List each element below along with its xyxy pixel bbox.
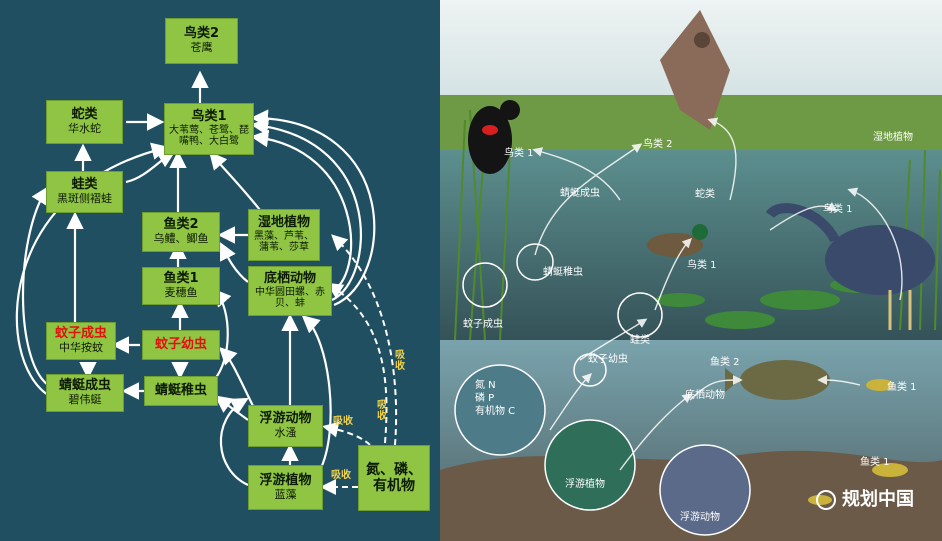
node-mosquito-adult-title: 蚊子成虫: [54, 326, 107, 342]
watermark: 规划中国: [816, 485, 914, 511]
node-benthic-title: 底栖动物: [263, 271, 316, 287]
node-bird2-sub: 苍鹰: [190, 41, 213, 55]
node-fish2-title: 鱼类2: [163, 217, 199, 233]
node-mosquito-larva-title: 蚊子幼虫: [154, 336, 207, 352]
node-bird2-title: 鸟类2: [183, 26, 220, 42]
node-fish1-title: 鱼类1: [163, 271, 199, 287]
node-mosquito-larva: 蚊子幼虫: [142, 330, 220, 360]
arrow-benthic-bird1: [250, 129, 353, 291]
absorb-label: 吸收: [377, 400, 387, 422]
scene-label-frog: 蛙类: [630, 333, 650, 346]
node-nutrients: 氮、磷、有机物: [358, 445, 430, 511]
node-zooplankton: 浮游动物 水溞: [248, 405, 323, 447]
scene-label-bird1-mid: 鸟类 1: [687, 258, 717, 271]
wechat-icon: [816, 490, 836, 510]
scene-label-benthic: 底栖动物: [685, 388, 725, 401]
node-dragonfly-adult-sub: 碧伟蜓: [68, 393, 102, 407]
node-phytoplankton-title: 浮游植物: [259, 472, 312, 488]
node-bird1-title: 鸟类1: [191, 109, 227, 125]
arrow-wetland-bird1: [209, 151, 261, 211]
scene-label-nutrients-2: 磷 P: [475, 391, 494, 404]
node-snake-title: 蛇类: [71, 107, 98, 123]
node-benthic-sub: 中华圆田螺、赤贝、蚌: [255, 286, 325, 310]
scene-label-zooplankton: 浮游动物: [680, 510, 720, 523]
node-bird1: 鸟类1 大苇莺、苍鹭、琵嘴鸭、大白鹭: [164, 103, 254, 155]
node-phytoplankton: 浮游植物 蓝藻: [248, 465, 323, 510]
node-phytoplankton-sub: 蓝藻: [274, 487, 297, 501]
scene-label-bird2: 鸟类 2: [643, 137, 673, 150]
scene-label-fish2: 鱼类 2: [710, 355, 740, 368]
scene-arrows: [532, 117, 903, 471]
node-fish1: 鱼类1 麦穗鱼: [142, 267, 220, 305]
node-dragonfly-larva-title: 蜻蜓稚虫: [154, 382, 207, 398]
node-bird1-sub: 大苇莺、苍鹭、琵嘴鸭、大白鹭: [169, 124, 249, 148]
node-frog: 蛙类 黑斑侧褶蛙: [46, 171, 123, 213]
absorb-label: 吸收: [395, 350, 405, 372]
absorb-arrow-zoo: [322, 421, 371, 446]
scene-label-wetland-plant: 湿地植物: [873, 130, 913, 143]
scene-label-bird1-right: 鸟类 1: [823, 202, 853, 215]
arrow-phyto-benthic: [301, 315, 332, 471]
node-zooplankton-sub: 水溞: [274, 426, 297, 440]
arrow-zoo-mlarva: [218, 346, 256, 411]
node-wetland-plant-sub: 黑藻、芦苇、蒲苇、莎草: [254, 230, 314, 254]
node-wetland-plant-title: 湿地植物: [257, 215, 310, 231]
node-frog-sub: 黑斑侧褶蛙: [57, 192, 112, 206]
absorb-label: 吸收: [331, 470, 351, 481]
node-fish2-sub: 乌鳢、鲫鱼: [153, 232, 209, 246]
node-benthic: 底栖动物 中华圆田螺、赤贝、蚌: [248, 266, 332, 316]
arrow-dlarva-fish1: [213, 288, 232, 381]
arrow-fish-loop-bird1: [250, 117, 363, 301]
node-dragonfly-adult: 蜻蜓成虫 碧伟蜓: [46, 374, 124, 412]
heron-illustration: [765, 203, 935, 330]
watermark-text: 规划中国: [842, 489, 914, 510]
scene-label-nutrients-1: 氮 N: [475, 378, 496, 391]
node-mosquito-adult-sub: 中华按蚊: [59, 341, 103, 355]
arrow-benthic-fish2: [220, 242, 249, 283]
inset-circles: [454, 243, 751, 536]
node-dragonfly-adult-title: 蜻蜓成虫: [58, 378, 111, 394]
node-zooplankton-title: 浮游动物: [259, 411, 312, 427]
absorb-label: 吸收: [333, 416, 353, 427]
node-frog-title: 蛙类: [71, 177, 98, 193]
scene-label-nutrients-3: 有机物 C: [475, 404, 515, 417]
node-fish2: 鱼类2 乌鳢、鲫鱼: [142, 212, 220, 252]
hawk-illustration: [660, 10, 730, 130]
scene-label-bird1-top: 鸟类 1: [504, 146, 534, 159]
absorb-arrow-wetland: [331, 234, 398, 446]
arrow-phyto-mlarva: [219, 397, 249, 487]
node-snake: 蛇类 华水蛇: [46, 100, 123, 144]
node-dragonfly-larva: 蜻蜓稚虫: [144, 376, 218, 406]
node-mosquito-adult: 蚊子成虫 中华按蚊: [46, 322, 116, 360]
wetland-scene: 鸟类 1 鸟类 2 湿地植物 蜻蜓成虫 蛇类 鸟类 1 蜻蜓稚虫 鸟类 1 蚊子…: [440, 0, 942, 541]
food-web-arrows: [15, 70, 398, 495]
scene-label-dragonfly-larva: 蜻蜓稚虫: [543, 265, 583, 278]
scene-label-fish1-right: 鱼类 1: [887, 380, 917, 393]
node-bird2: 鸟类2 苍鹰: [165, 18, 238, 64]
scene-label-dragonfly-adult: 蜻蜓成虫: [560, 186, 600, 199]
scene-label-fish1-low: 鱼类 1: [860, 455, 890, 468]
node-nutrients-title: 氮、磷、有机物: [366, 461, 422, 494]
scene-label-mosquito-larva: 蚊子幼虫: [588, 352, 628, 365]
node-snake-sub: 华水蛇: [68, 122, 101, 136]
scene-label-snake: 蛇类: [695, 187, 715, 200]
absorb-arrow-benthic: [326, 282, 388, 444]
arrow-benthic-bird1-outer: [250, 109, 376, 307]
blackbird-illustration: [468, 100, 520, 174]
food-web-diagram: 鸟类2 苍鹰 鸟类1 大苇莺、苍鹭、琵嘴鸭、大白鹭 蛇类 华水蛇 蛙类 黑斑侧褶…: [0, 0, 440, 541]
arrow-dragonfly-frog: [21, 186, 49, 386]
scene-label-mosquito-adult: 蚊子成虫: [463, 317, 503, 330]
wetland-illustration: 鸟类 1 鸟类 2 湿地植物 蜻蜓成虫 蛇类 鸟类 1 蜻蜓稚虫 鸟类 1 蚊子…: [440, 0, 942, 541]
node-wetland-plant: 湿地植物 黑藻、芦苇、蒲苇、莎草: [248, 209, 320, 261]
scene-label-phytoplankton: 浮游植物: [565, 477, 605, 490]
node-fish1-sub: 麦穗鱼: [164, 286, 198, 300]
